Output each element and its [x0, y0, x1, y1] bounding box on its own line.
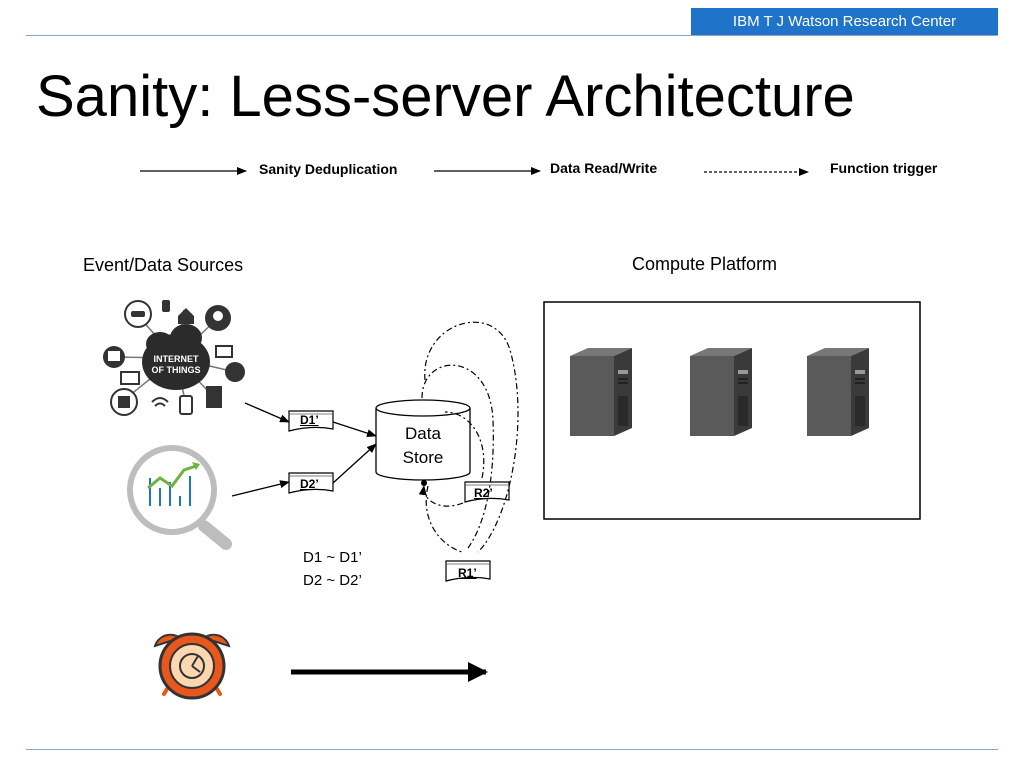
data-store-label: Data Store [376, 422, 470, 470]
equation-line-2: D2 ~ D2’ [303, 572, 362, 589]
loop-endpoint-dot [421, 480, 427, 486]
legend-trigger-label: Function trigger [830, 160, 938, 176]
doc-r2 [464, 481, 510, 503]
similarity-equations: D1 ~ D1’ D2 ~ D2’ [303, 546, 362, 592]
legend-readwrite-label: Data Read/Write [550, 160, 658, 176]
server-tower-icon-1 [570, 348, 632, 436]
inner-trigger-loop [421, 364, 494, 549]
doc-d2 [288, 472, 334, 494]
doc-r2-label: R2’ [474, 486, 493, 500]
sources-label: Event/Data Sources [83, 255, 244, 275]
equation-line-1: D1 ~ D1’ [303, 549, 362, 566]
magnifier-to-d2-arrow [231, 480, 290, 497]
d2-to-store-arrow [332, 443, 377, 484]
iot-hub-icon: INTERNET OF THINGS [103, 300, 245, 416]
magnifier-chart-icon [127, 445, 232, 550]
iot-to-d1-arrow [244, 402, 290, 423]
outer-trigger-loop [424, 321, 519, 553]
r2-to-store-loop [418, 485, 464, 507]
iot-text-1: INTERNET [154, 354, 200, 364]
r2-return-loop [444, 411, 485, 479]
compute-label: Compute Platform [632, 254, 778, 274]
doc-d2-label: D2’ [300, 477, 319, 491]
legend-dedup-label: Sanity Deduplication [259, 161, 398, 177]
doc-r1 [445, 560, 491, 582]
data-store-line1: Data [405, 424, 441, 443]
data-store-line2: Store [402, 448, 444, 467]
top-divider [26, 35, 998, 36]
doc-d1 [288, 410, 334, 432]
slide-title: Sanity: Less-server Architecture [36, 64, 855, 129]
alarm-clock-icon [153, 632, 231, 700]
doc-r1-label: R1’ [458, 566, 477, 580]
server-tower-icon-3 [807, 348, 869, 436]
doc-d1-label: D1’ [300, 413, 319, 427]
iot-text-2: OF THINGS [152, 365, 201, 375]
bottom-divider [26, 749, 998, 750]
organization-badge: IBM T J Watson Research Center [691, 8, 998, 35]
server-tower-icon-2 [690, 348, 752, 436]
d1-to-store-arrow [332, 421, 377, 438]
lower-loop [425, 485, 463, 553]
